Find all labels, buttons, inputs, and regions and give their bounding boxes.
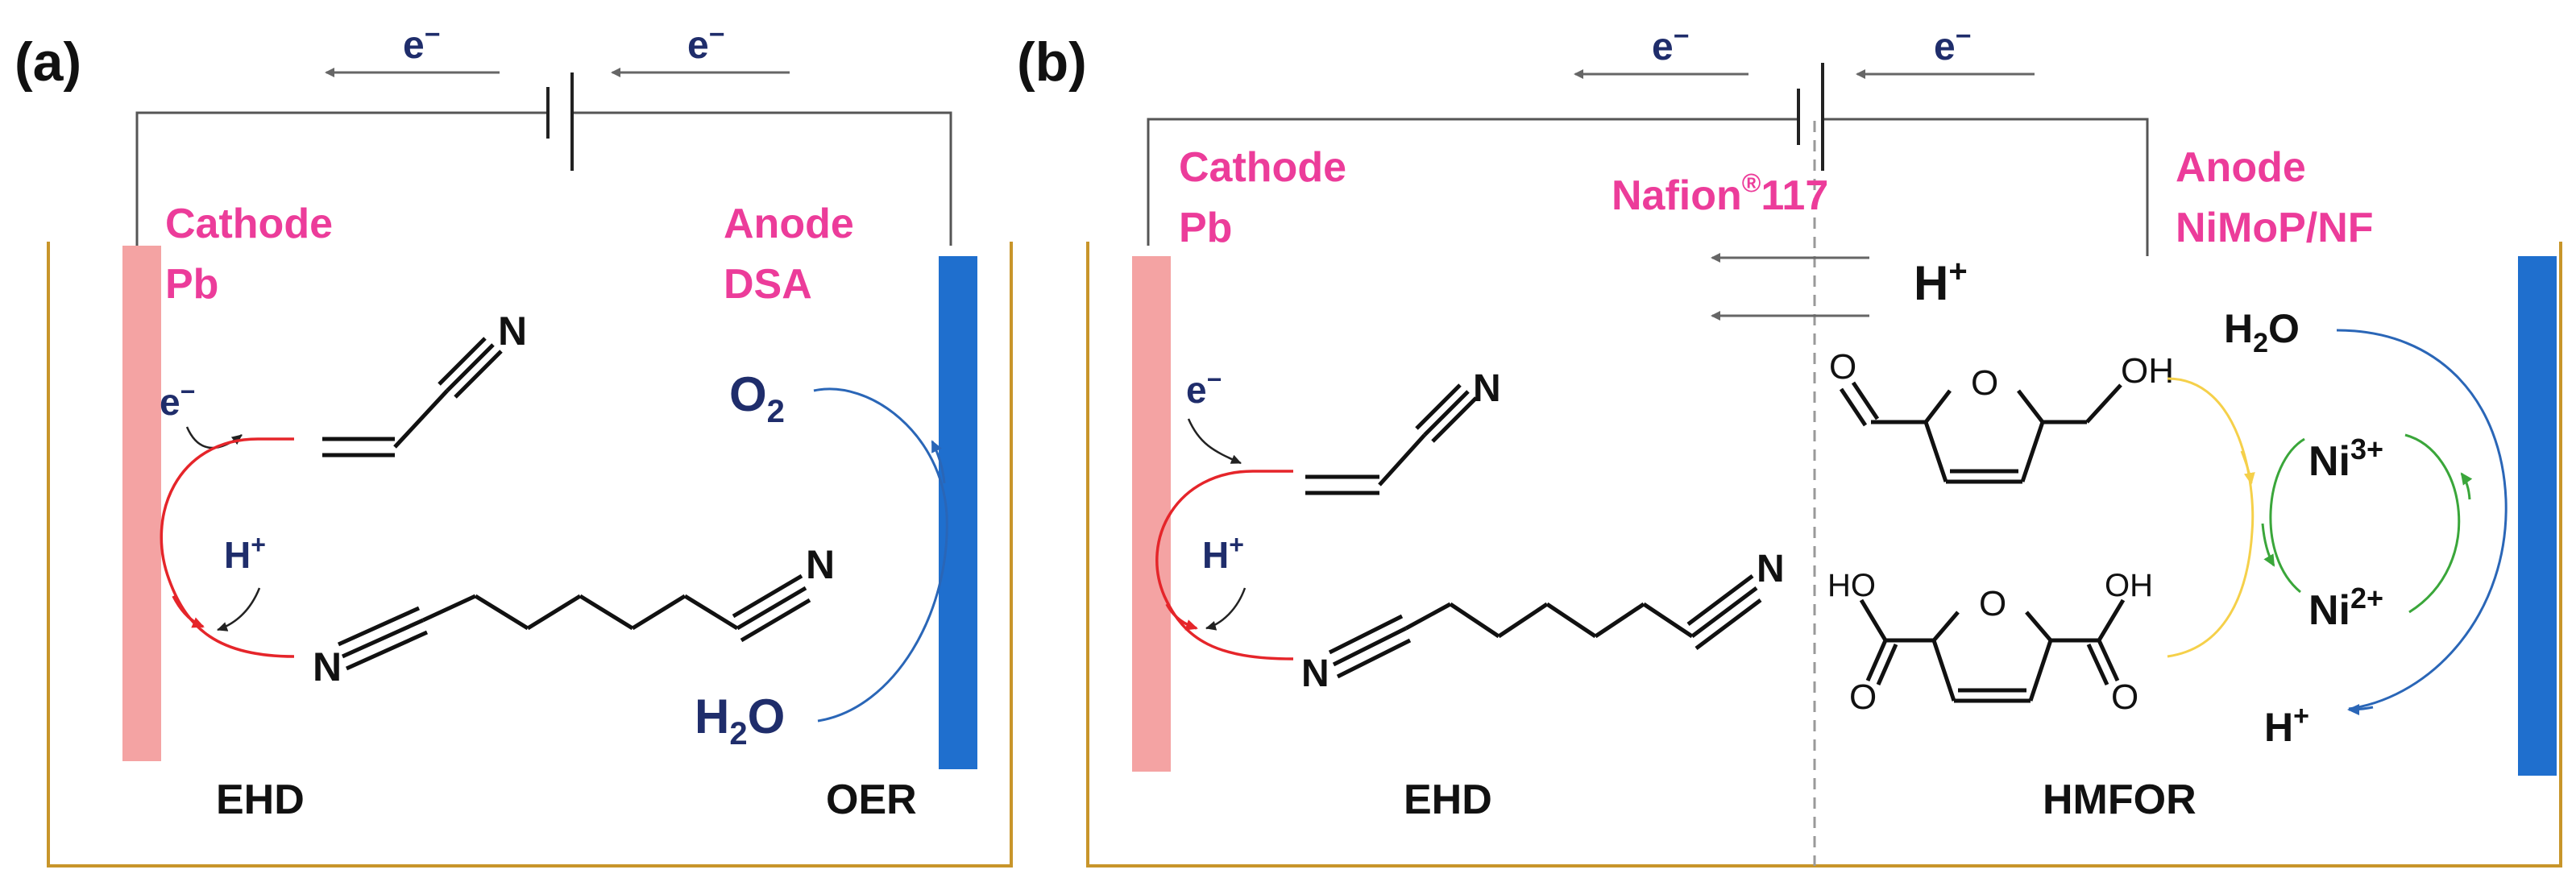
- adiponitrile-n-left: N: [1301, 652, 1329, 695]
- cathode-reduction-arc: [160, 437, 295, 658]
- panel-a-cell-container: [47, 242, 1013, 868]
- battery-icon: [546, 72, 574, 171]
- hmf-oh: OH: [2121, 351, 2174, 391]
- membrane-label: Nafion®117: [1612, 168, 1828, 219]
- panel-b-tag: (b): [1017, 31, 1087, 93]
- battery-icon: [1797, 63, 1824, 171]
- fdca-structure: [1859, 598, 2126, 703]
- adiponitrile-n-left: N: [313, 644, 342, 689]
- electron-label-left: e−: [403, 19, 441, 67]
- hmf-aldehyde-o: O: [1829, 347, 1856, 387]
- electron-transfer-arrow: [185, 426, 243, 449]
- cathode-title: Cathode: [1179, 144, 1346, 191]
- fdca-acid-o-right: O: [2111, 677, 2138, 717]
- fdca-ring-o: O: [1979, 584, 2006, 623]
- panel-a: (a) e− e− Cathode Pb Anode DSA e− H+: [15, 19, 1013, 868]
- cathode-electron-label: e−: [160, 377, 195, 423]
- oxygen-label: O2: [729, 367, 785, 429]
- proton-transfer-arrow: [217, 587, 261, 631]
- ni-oxidation-arc: [2404, 433, 2461, 614]
- acrylonitrile-structure: [322, 337, 503, 458]
- electron-label-right: e−: [687, 19, 725, 67]
- adiponitrile-n-right: N: [1757, 548, 1785, 590]
- cathode-material: Pb: [1179, 205, 1232, 251]
- panel-a-tag: (a): [15, 31, 81, 93]
- ni2-label: Ni2+: [2308, 582, 2383, 634]
- fdca-oh: OH: [2105, 568, 2153, 603]
- cathode-proton-label: H+: [1202, 530, 1244, 576]
- anode-material: DSA: [724, 261, 812, 308]
- panel-a-label-ehd: EHD: [216, 776, 305, 823]
- panel-b-label-ehd: EHD: [1404, 776, 1492, 823]
- anode-title: Anode: [2176, 144, 2306, 191]
- cathode-reduction-arc: [1155, 470, 1294, 660]
- adiponitrile-structure: [1328, 574, 1762, 679]
- cathode-electron-label: e−: [1186, 365, 1222, 411]
- water-oxidation-arc: [2336, 329, 2508, 710]
- panel-a-label-oer: OER: [826, 776, 917, 823]
- fdca-ho: HO: [1827, 568, 1876, 603]
- panel-b-label-hmfor: HMFOR: [2043, 776, 2196, 823]
- panel-a-wire: [135, 111, 952, 246]
- anode-title: Anode: [724, 201, 854, 247]
- panel-b-wire: [1147, 118, 2149, 256]
- ni-reduction-arc: [2269, 437, 2305, 594]
- proton-transfer-arrow: [1205, 587, 1247, 631]
- cathode-title: Cathode: [165, 201, 333, 247]
- electron-transfer-arrow: [1187, 418, 1242, 465]
- water-label: H2O: [695, 689, 785, 752]
- hmf-structure: [1839, 381, 2122, 484]
- adiponitrile-structure: [337, 574, 811, 671]
- panel-b: (b) e− e− Cathode Pb Nafion®117 Anode Ni…: [1017, 21, 2562, 868]
- anode-electrode: [939, 256, 977, 769]
- water-label: H2O: [2224, 306, 2300, 358]
- electron-label-left: e−: [1652, 21, 1690, 68]
- electron-label-right: e−: [1934, 21, 1972, 68]
- cathode-electrode: [122, 246, 161, 761]
- acrylonitrile-n: N: [498, 308, 527, 354]
- ni3-label: Ni3+: [2308, 433, 2383, 485]
- acrylonitrile-n: N: [1473, 367, 1501, 410]
- cathode-proton-label: H+: [224, 530, 266, 576]
- cathode-material: Pb: [165, 261, 218, 308]
- anode-material: NiMoP/NF: [2176, 205, 2374, 251]
- fdca-acid-o-left: O: [1849, 677, 1877, 717]
- anode-proton-label: H+: [2264, 701, 2309, 750]
- anode-electrode: [2518, 256, 2557, 776]
- proton-transport-label: H+: [1914, 254, 1968, 310]
- panel-b-cell-container: [1086, 242, 2562, 868]
- adiponitrile-n-right: N: [806, 542, 835, 587]
- acrylonitrile-structure: [1305, 383, 1478, 495]
- oer-arc: [813, 387, 948, 723]
- hmf-oxidation-arc: [2167, 377, 2255, 658]
- cathode-electrode: [1132, 256, 1171, 772]
- hmf-ring-o: O: [1971, 363, 1998, 403]
